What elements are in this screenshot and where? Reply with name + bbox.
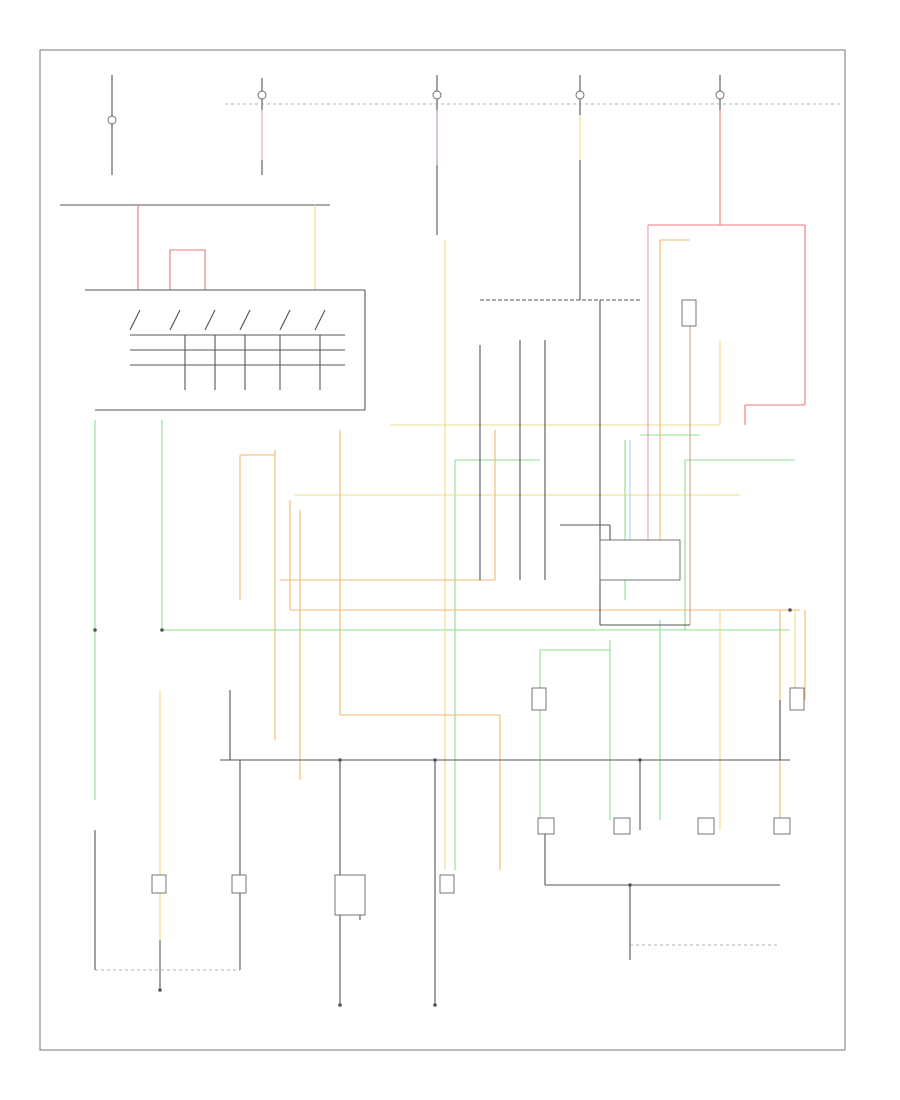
fuse-symbol-3 xyxy=(432,90,442,100)
park-lamp-2 xyxy=(613,817,631,835)
yellow-orange-circuits xyxy=(159,240,806,940)
front-lamp-left xyxy=(531,687,547,711)
fuse-symbol-4 xyxy=(575,90,585,100)
side-marker-lamp xyxy=(439,874,455,894)
park-lamp-1 xyxy=(537,817,555,835)
fuse-symbol-5 xyxy=(715,90,725,100)
fuse-symbol-2 xyxy=(257,90,267,100)
fuse-symbol-1 xyxy=(107,115,117,125)
diagram-frame xyxy=(39,49,846,1051)
components xyxy=(93,90,805,1007)
red-pink-circuits xyxy=(647,224,806,580)
headlamp-switch-block xyxy=(129,309,345,390)
rear-lamp-left xyxy=(151,874,167,894)
top-power-feeds xyxy=(111,75,840,300)
front-lamp-right xyxy=(789,687,805,711)
trailer-connector xyxy=(334,874,366,916)
lower-black-circuits xyxy=(94,690,790,1005)
bus-lines xyxy=(60,204,640,411)
relay-box xyxy=(681,299,697,327)
park-lamp-3 xyxy=(697,817,715,835)
connector-block xyxy=(599,539,681,581)
park-lamp-4 xyxy=(773,817,791,835)
license-lamp xyxy=(231,874,247,894)
